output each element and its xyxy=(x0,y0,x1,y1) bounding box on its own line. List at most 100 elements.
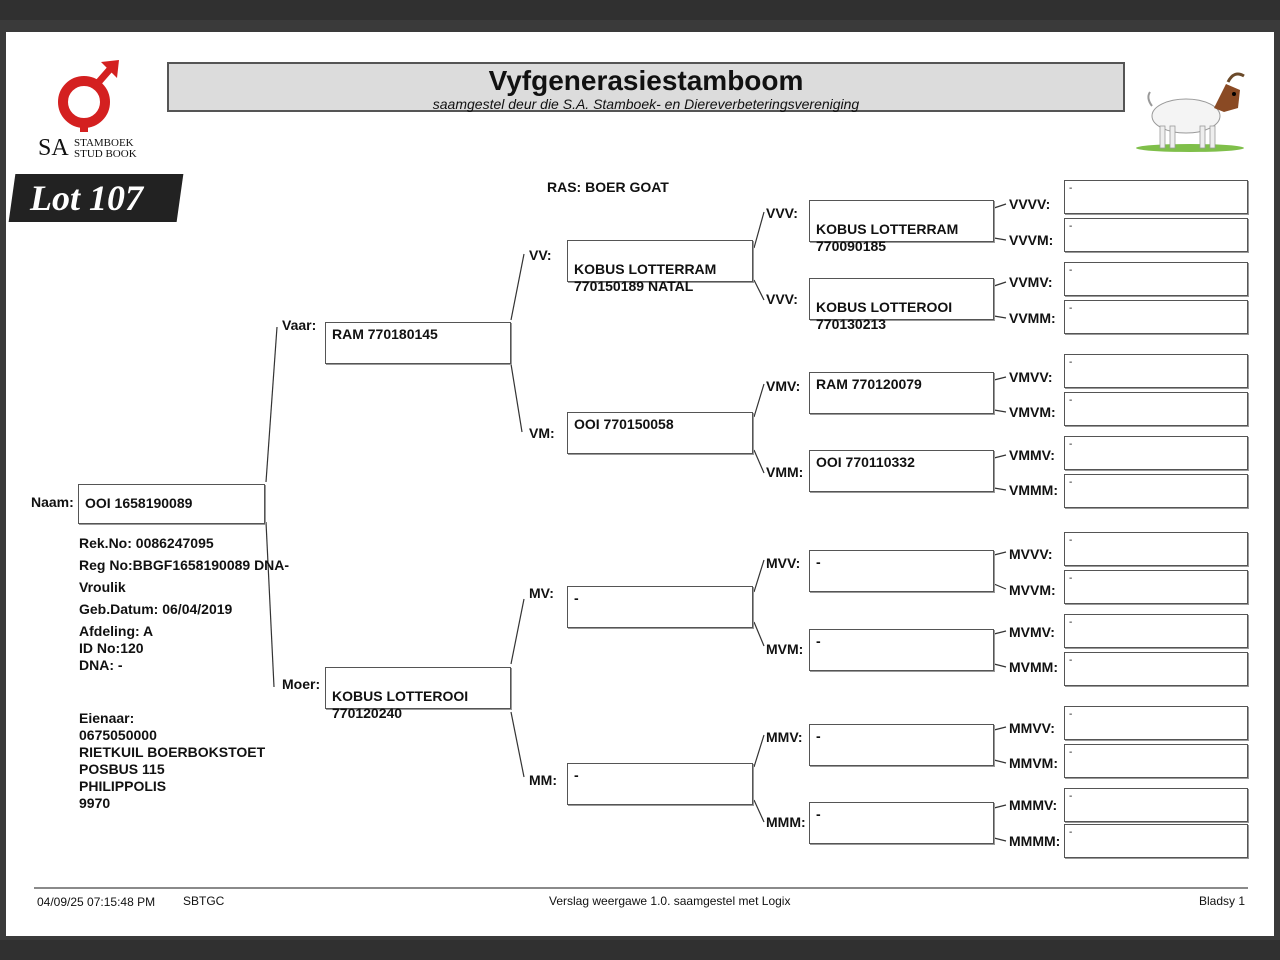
vvm-name: KOBUS LOTTEROOI 770130213 xyxy=(816,299,953,332)
gen4-label: MVVV: xyxy=(1009,546,1053,562)
dam-name: KOBUS LOTTEROOI 770120240 xyxy=(332,688,469,721)
gen4-box: - xyxy=(1064,824,1248,858)
gen4-value: - xyxy=(1069,357,1073,368)
mvv-label: MVV: xyxy=(766,555,801,571)
mvm-label: MVM: xyxy=(766,641,804,657)
subject-rek-no: Rek.No: 0086247095 xyxy=(79,535,214,551)
gen4-box: - xyxy=(1064,532,1248,566)
gen4-label: VMMM: xyxy=(1009,482,1058,498)
owner-label: Eienaar: xyxy=(79,710,135,726)
gen4-value: - xyxy=(1069,221,1073,232)
pedigree-document-page: SA STAMBOEK STUD BOOK Vyfgenerasiestambo… xyxy=(6,32,1274,936)
vmm-name: OOI 770110332 xyxy=(816,454,915,470)
gen4-box: - xyxy=(1064,218,1248,252)
lot-number-badge: Lot 107 xyxy=(8,174,184,222)
gen4-box: - xyxy=(1064,300,1248,334)
mv-label: MV: xyxy=(529,585,554,601)
gen4-value: - xyxy=(1069,183,1073,194)
gen4-label: VVVV: xyxy=(1009,196,1051,212)
gen4-label: MVMV: xyxy=(1009,624,1055,640)
vv-box: KOBUS LOTTERRAM 770150189 NATAL xyxy=(567,240,753,294)
breed-label: RAS: BOER GOAT xyxy=(547,179,669,195)
owner-name: RIETKUIL BOERBOKSTOET xyxy=(79,744,266,760)
vvv-label: VVV: xyxy=(766,205,798,221)
mm-name: - xyxy=(574,767,579,783)
title-banner: Vyfgenerasiestamboom saamgestel deur die… xyxy=(167,62,1125,112)
mvm-name: - xyxy=(816,633,821,649)
gen4-label: MMMV: xyxy=(1009,797,1058,813)
logo-studbook-text: STUD BOOK xyxy=(74,148,137,160)
subject-section: Afdeling: A xyxy=(79,623,154,639)
mvm-box: - xyxy=(809,629,994,671)
mmv-label: MMV: xyxy=(766,729,803,745)
subject-name-value: OOI 1658190089 xyxy=(85,495,193,511)
gen4-label: MVVM: xyxy=(1009,582,1056,598)
vv-label: VV: xyxy=(529,247,552,263)
footer-datetime: 04/09/25 07:15:48 PM xyxy=(37,895,156,909)
gen4-label: VVMM: xyxy=(1009,310,1056,326)
gen4-box: - xyxy=(1064,744,1248,778)
gen4-label: VMVV: xyxy=(1009,369,1053,385)
vvv-box: KOBUS LOTTERRAM 770090185 xyxy=(809,200,994,254)
dam-label: Moer: xyxy=(282,676,321,692)
mm-box: - xyxy=(567,763,753,805)
sa-studbook-logo: SA STAMBOEK STUD BOOK xyxy=(36,60,146,160)
bottom-dark-bar xyxy=(0,940,1280,960)
footer-version: Verslag weergawe 1.0. saamgestel met Log… xyxy=(549,894,791,908)
gen4-value: - xyxy=(1069,477,1073,488)
gen4-value: - xyxy=(1069,395,1073,406)
gen4-label: VMMV: xyxy=(1009,447,1055,463)
vv-name: KOBUS LOTTERRAM 770150189 NATAL xyxy=(574,261,717,294)
mvv-box: - xyxy=(809,550,994,592)
subject-dna: DNA: - xyxy=(79,657,123,673)
gen4-box: - xyxy=(1064,614,1248,648)
gen4-value: - xyxy=(1069,303,1073,314)
vm-label: VM: xyxy=(529,425,555,441)
page-title: Vyfgenerasiestamboom xyxy=(488,65,804,96)
gen4-label: MVMM: xyxy=(1009,659,1058,675)
gen4-label: MMVV: xyxy=(1009,720,1055,736)
gen4-label: VMVM: xyxy=(1009,404,1056,420)
lot-number-text: Lot 107 xyxy=(30,178,143,218)
sire-name: RAM 770180145 xyxy=(332,326,438,342)
gen4-box: - xyxy=(1064,652,1248,686)
gen4-label: VVVM: xyxy=(1009,232,1054,248)
owner-address-1: POSBUS 115 xyxy=(79,761,165,777)
gen4-label: MMVM: xyxy=(1009,755,1058,771)
gen4-value: - xyxy=(1069,747,1073,758)
subject-sex: Vroulik xyxy=(79,579,126,595)
gen4-box: - xyxy=(1064,262,1248,296)
owner-address-2: PHILIPPOLIS xyxy=(79,778,167,794)
mmv-name: - xyxy=(816,728,821,744)
gen4-box: - xyxy=(1064,354,1248,388)
mv-box: - xyxy=(567,586,753,628)
sire-label: Vaar: xyxy=(282,317,317,333)
vmv-name: RAM 770120079 xyxy=(816,376,922,392)
vm-box: OOI 770150058 xyxy=(567,412,753,454)
mvv-name: - xyxy=(816,554,821,570)
gen4-value: - xyxy=(1069,655,1073,666)
mmm-box: - xyxy=(809,802,994,844)
gen4-box: - xyxy=(1064,180,1248,214)
subject-name-box: OOI 1658190089 xyxy=(78,484,265,524)
gen4-value: - xyxy=(1069,709,1073,720)
vmv-label: VMV: xyxy=(766,378,801,394)
gender-symbol-icon xyxy=(58,60,119,132)
gen4-box: - xyxy=(1064,570,1248,604)
gen4-box: - xyxy=(1064,788,1248,822)
gen4-value: - xyxy=(1069,439,1073,450)
vvm-box: KOBUS LOTTEROOI 770130213 xyxy=(809,278,994,332)
mm-label: MM: xyxy=(529,772,557,788)
logo-stamboek-text: STAMBOEK xyxy=(74,137,134,149)
boer-goat-illustration xyxy=(1136,72,1245,152)
gen4-value: - xyxy=(1069,265,1073,276)
subject-birth-date: Geb.Datum: 06/04/2019 xyxy=(79,601,233,617)
mv-name: - xyxy=(574,590,579,606)
mmv-box: - xyxy=(809,724,994,766)
footer-page-number: Bladsy 1 xyxy=(1199,894,1246,908)
gen4-box: - xyxy=(1064,706,1248,740)
subject-name-label: Naam: xyxy=(31,494,74,510)
sire-box: RAM 770180145 xyxy=(325,322,511,364)
dam-box: KOBUS LOTTEROOI 770120240 xyxy=(325,667,511,721)
owner-postal-code: 9970 xyxy=(79,795,111,811)
